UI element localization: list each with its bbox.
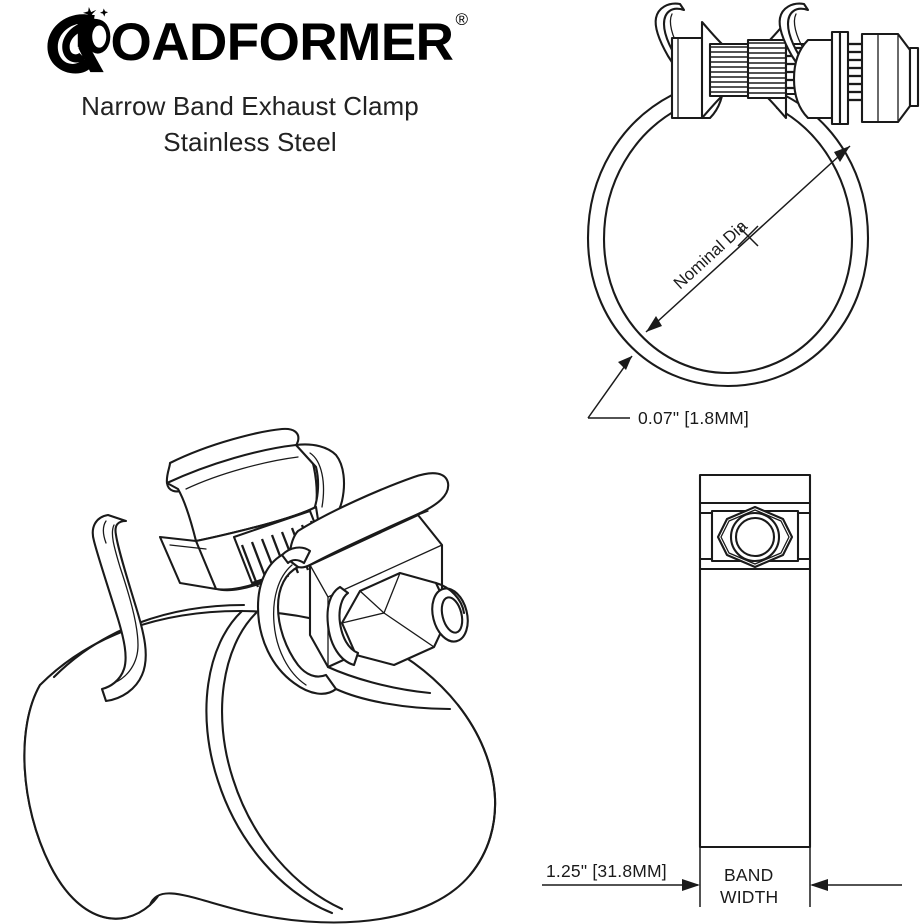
band-width-view: 1.25" [31.8MM] BAND WIDTH: [520, 455, 924, 924]
band-hex-nut: [716, 505, 794, 569]
band-width-dimension-label: 1.25" [31.8MM]: [546, 861, 667, 881]
ring-thread-center: [746, 38, 788, 100]
ring-front-view: Nominal Dia 0.07" [1.8MM]: [560, 0, 924, 450]
isometric-clamp-view: [10, 215, 540, 924]
brand-block: OADFORMER® Narrow Band Exhaust Clamp Sta…: [0, 6, 500, 160]
hex-nut-assembly: [326, 571, 469, 667]
hooked-band-end: [91, 513, 147, 703]
logo-row: OADFORMER®: [0, 6, 500, 84]
band-width-caption-line-2: WIDTH: [720, 887, 778, 907]
ring-thread-left: [708, 42, 752, 98]
band-right-edge: [456, 703, 497, 877]
band-thickness-leader: [587, 355, 633, 419]
product-subtitle-line-1: Narrow Band Exhaust Clamp: [81, 91, 419, 121]
band-width-caption-line-1: BAND: [724, 865, 773, 885]
ring-hex-nut: [860, 32, 920, 124]
clamp-band: [23, 603, 497, 924]
ring-right-plate: [792, 38, 834, 120]
band-under-housing: [326, 665, 452, 711]
logo-wordmark: OADFORMER®: [110, 6, 468, 80]
band-thickness-label: 0.07" [1.8MM]: [638, 408, 749, 428]
ring-center-cross-mark: [737, 225, 759, 247]
band-width-dimension-arrow-right: [810, 879, 902, 891]
band-width-extension-lines: [699, 847, 811, 907]
registered-mark-icon: ®: [455, 10, 468, 30]
saddle-bridge: [165, 427, 346, 543]
roadformer-swoosh-tire-logo-icon: [46, 6, 110, 74]
ring-washer: [830, 30, 861, 126]
logo-wordmark-text: OADFORMER: [110, 13, 454, 72]
band-width-dimension-arrow-left: [542, 879, 700, 891]
clamp-ring-band: [586, 93, 870, 388]
product-subtitle-line-2: Stainless Steel: [163, 127, 337, 157]
